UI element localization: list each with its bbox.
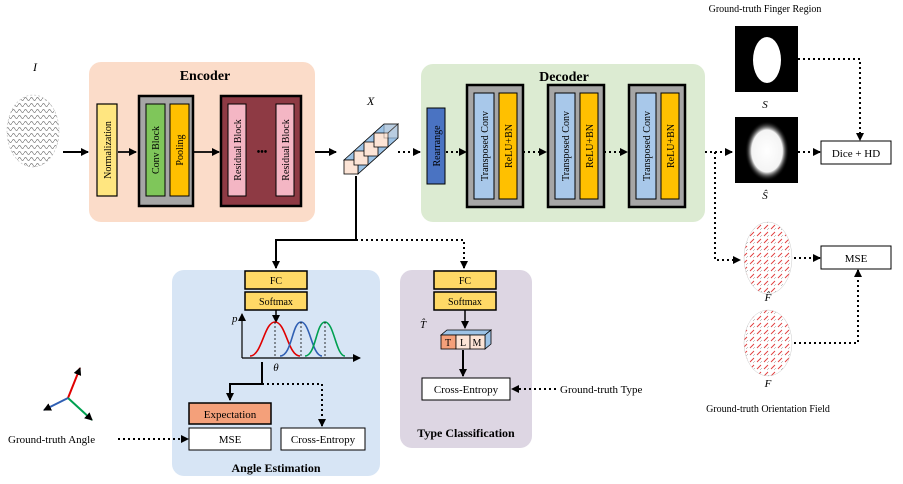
conv-block (145, 103, 166, 197)
input-symbol: I (32, 60, 38, 74)
transposed-conv-3 (635, 92, 657, 200)
gt-orientation-field-label: Ground-truth Orientation Field (706, 404, 830, 415)
rearrange-label: Rearrange (432, 125, 443, 167)
type-ce-box (421, 377, 511, 401)
orientation-mse-label: MSE (845, 253, 868, 265)
angle-ce-box (280, 427, 366, 451)
relu-bn-2-label: ReLU+BN (585, 124, 596, 168)
angle-softmax-label: Softmax (259, 297, 293, 308)
residual-block-2 (275, 103, 295, 197)
angle-ce-label: Cross-Entropy (291, 434, 356, 446)
type-m-label: M (473, 338, 482, 349)
angle-fc-label: FC (270, 276, 283, 287)
relu-bn-3-label: ReLU+BN (666, 124, 677, 168)
s-to-dice-arrow (798, 58, 864, 141)
gt-orientation-field-image (743, 309, 793, 377)
residual-ellipsis: ••• (257, 147, 268, 158)
angle-estimation-title: Angle Estimation (231, 461, 320, 475)
predicted-orientation-field-image (743, 221, 793, 295)
decoder-out-to-f-hat (714, 152, 741, 264)
type-classification-title: Type Classification (417, 426, 515, 440)
angle-distribution-plot (238, 313, 361, 362)
gt-type-label: Ground-truth Type (560, 384, 643, 396)
type-ce-label: Cross-Entropy (434, 384, 499, 396)
conv-block-label: Conv Block (151, 126, 162, 174)
latent-to-type-arrow (356, 239, 468, 269)
type-softmax-label: Softmax (448, 297, 482, 308)
f-hat-symbol: F̂ (764, 291, 772, 304)
type-probability-vector (439, 329, 493, 350)
transposed-conv-2 (554, 92, 576, 200)
residual-block-1 (227, 103, 247, 197)
relu-bn-1-label: ReLU+BN (504, 124, 515, 168)
dice-hd-label: Dice + HD (832, 148, 880, 160)
angle-fc-box (244, 270, 308, 290)
angle-mse-box (188, 427, 272, 451)
gt-finger-region-label: Ground-truth Finger Region (709, 4, 822, 15)
s-symbol: S (762, 99, 768, 111)
pooling-label: Pooling (175, 134, 186, 165)
rearrange-block (426, 107, 446, 185)
orientation-axes-icon (43, 367, 93, 421)
t-hat-symbol: T̂ (420, 318, 427, 331)
type-fc-box (433, 270, 497, 290)
theta-symbol: θ (273, 362, 279, 374)
gt-angle-label: Ground-truth Angle (8, 434, 95, 446)
s-hat-symbol: Ŝ (762, 190, 768, 202)
transposed-conv-3-label: Transposed Conv (642, 111, 653, 181)
latent-symbol: X (366, 94, 375, 108)
type-l-label: L (460, 338, 466, 349)
expectation-box (188, 402, 272, 425)
transposed-conv-1-label: Transposed Conv (480, 111, 491, 181)
relu-bn-2 (579, 92, 599, 200)
decoder-title: Decoder (539, 70, 589, 85)
f-symbol: F (764, 378, 772, 390)
relu-bn-3 (660, 92, 680, 200)
normalization-label: Normalization (103, 121, 114, 179)
plot-to-ce-arrow (262, 383, 326, 427)
transposed-conv-2-label: Transposed Conv (561, 111, 572, 181)
encoder-title: Encoder (180, 69, 231, 84)
type-classification-panel (400, 270, 532, 448)
expectation-label: Expectation (204, 409, 257, 421)
transposed-conv-1 (473, 92, 495, 200)
latent-to-angle-arrow (272, 176, 357, 269)
residual-block-2-label: Residual Block (281, 119, 292, 180)
p-symbol: p (231, 313, 238, 325)
pooling-block (169, 103, 190, 197)
type-fc-label: FC (459, 276, 472, 287)
plot-to-expectation-arrow (226, 362, 263, 401)
normalization-block (96, 103, 118, 197)
dice-hd-box (820, 140, 892, 165)
residual-block-1-label: Residual Block (233, 119, 244, 180)
type-t-label: T (445, 338, 451, 349)
angle-mse-label: MSE (219, 434, 242, 446)
gt-finger-region-image (735, 26, 798, 92)
input-fingerprint-image (6, 94, 60, 168)
latent-feature-cubes (342, 123, 400, 175)
relu-bn-1 (498, 92, 518, 200)
predicted-finger-region-image (735, 117, 798, 183)
f-to-mse-arrow (794, 269, 862, 344)
